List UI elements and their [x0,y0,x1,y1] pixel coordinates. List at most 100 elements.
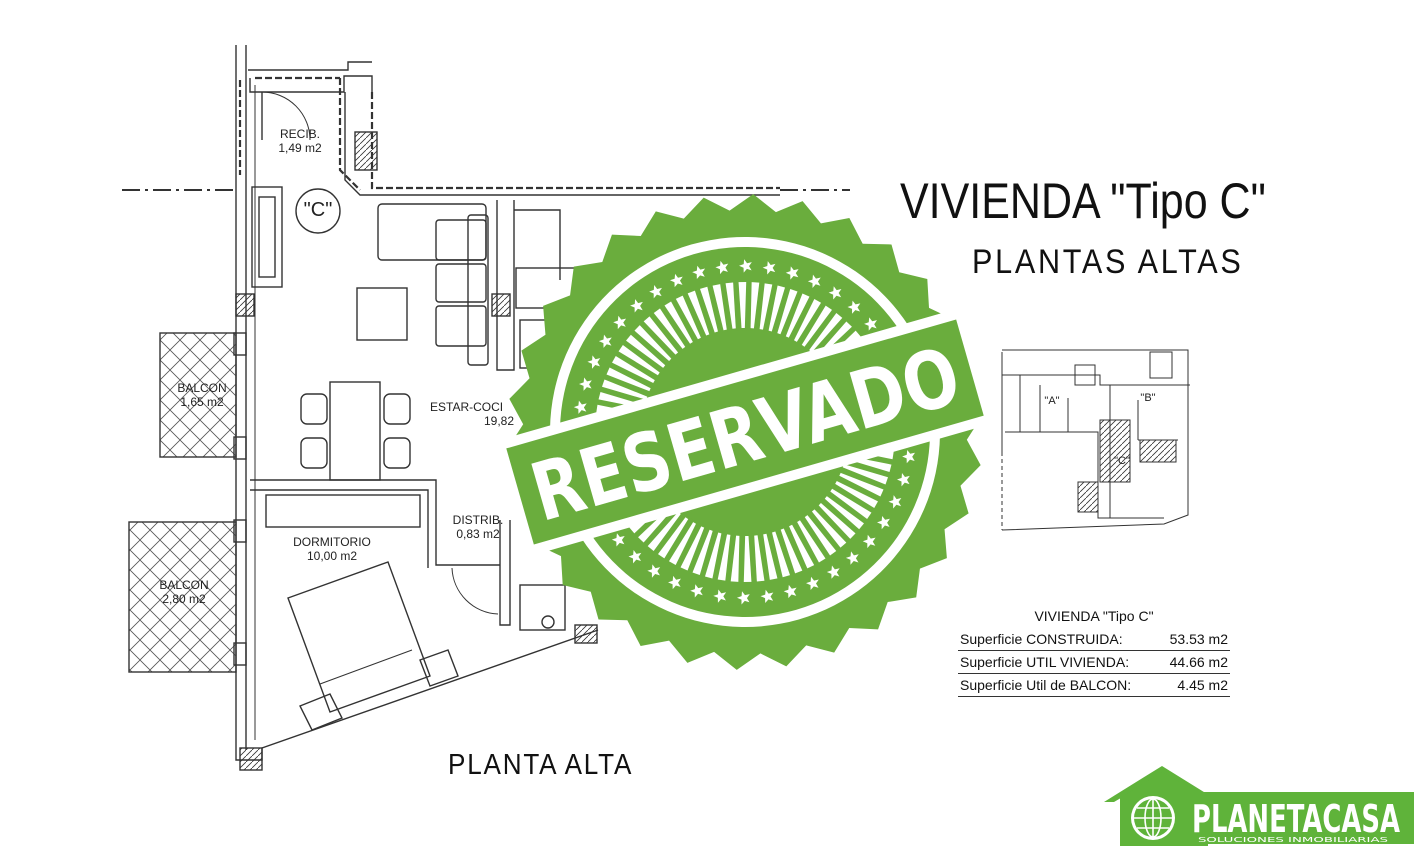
stamp-ray [824,496,864,530]
stamp-ray [700,286,718,333]
stamp-ray [811,509,847,548]
star-icon [828,286,842,300]
stamp-ray [794,299,822,342]
stamp-ray [797,520,826,563]
unit-marker: "C" [303,199,333,221]
stamp-ray [835,481,878,509]
star-icon [692,265,706,280]
star-icon [864,317,877,331]
table-row: Superficie CONSTRUIDA: 53.53 m2 [958,628,1230,651]
room-name: ESTAR-COCI [430,400,504,414]
star-icon [862,534,876,549]
star-icon [826,565,840,579]
plan-label: PLANTA ALTA [448,749,634,781]
table-row: Superficie UTIL VIVIENDA: 44.66 m2 [958,650,1230,674]
star-icon [587,355,601,369]
stamp-ray [830,488,872,520]
stamp-ray [606,367,651,392]
room-balcon-1: BALCON 1,65 m2 [170,381,234,410]
stamp-ray [801,305,833,347]
stamp-ray [730,535,740,582]
surface-table: VIVIENDA "Tipo C" Superficie CONSTRUIDA:… [958,608,1230,697]
stamp-ray [704,532,722,579]
stamp-ray [804,515,837,556]
page-title: VIVIENDA "Tipo C" [900,173,1266,229]
star-icon [668,575,681,590]
star-icon [847,300,861,314]
stamp-ray [789,524,815,569]
stamp-ray [738,282,747,329]
stamp-ray [626,334,666,368]
stamp-ray [780,528,803,574]
star-icon [628,549,642,564]
stamp-ray [634,325,672,361]
logo-tagline: SOLUCIONES INMOBILIARIAS [1198,836,1389,844]
stamp-ray [712,284,727,331]
star-icon [888,495,902,509]
stamp-ray [750,282,760,329]
room-name: RECIB. [279,127,320,141]
row-value: 4.45 m2 [1158,673,1230,697]
stamp-ray [717,534,731,581]
room-recib: RECIB. 1,49 m2 [270,127,330,156]
key-plan-label-a: "A" [1044,395,1060,407]
star-icon [573,400,587,414]
star-icon [613,315,627,330]
key-plan-label-c: "C" [1114,455,1130,467]
star-icon [739,259,752,273]
stamp-ray [687,290,710,336]
star-icon [785,266,799,280]
stamp-ray [785,293,810,338]
planetacasa-logo: PLANETACASA SOLUCIONES INMOBILIARIAS [1104,766,1414,846]
room-name: DISTRIB. [452,513,504,527]
stamp-ray [664,301,693,344]
room-area: 0,83 m2 [456,526,500,541]
row-label: Superficie Util de BALCON: [958,673,1159,697]
star-icon [669,273,683,288]
room-name: BALCON [159,578,209,592]
stamp-ray [601,379,648,400]
stamp-ray [768,285,786,332]
star-icon [649,285,662,299]
stamp-ray [763,533,778,580]
row-value: 53.53 m2 [1158,628,1230,651]
star-icon [579,377,592,391]
surface-table-caption: VIVIENDA "Tipo C" [1034,608,1154,624]
star-icon [902,449,916,464]
stamp-ray [647,511,681,551]
stamp-ray [643,316,679,355]
room-distrib: DISTRIB. 0,83 m2 [450,513,506,542]
room-dormitorio: DORMITORIO 10,00 m2 [290,535,374,564]
star-icon [760,589,774,604]
room-area: 1,49 m2 [278,140,322,155]
star-icon [806,576,819,591]
key-plan-label-b: "B" [1140,392,1156,404]
stamp-ray [657,517,689,559]
globe-icon [1134,798,1172,838]
logo-brand: PLANETACASA [1192,797,1400,841]
room-area: 1,65 m2 [180,394,224,409]
stamp-ray [612,355,655,383]
star-icon [783,584,797,599]
room-name: DORMITORIO [293,535,371,549]
star-icon [877,515,890,530]
stamp-ray [680,526,705,571]
star-icon [845,551,859,565]
stamp-ray [839,472,884,497]
stamp-ray [668,522,696,565]
star-icon [647,564,661,578]
star-icon [736,591,750,605]
star-icon [598,334,612,348]
page-subtitle: PLANTAS ALTAS [972,243,1244,281]
star-icon [762,261,776,275]
stamp-ray [809,313,843,353]
stamp-ray [675,295,701,340]
room-name: BALCON [177,381,227,395]
stamp-ray [692,529,713,576]
room-balcon-2: BALCON 2,80 m2 [152,578,216,607]
stamp-ray [743,535,752,582]
stamp-ray [653,308,686,349]
room-estar: ESTAR-COCI 19,82 [430,400,520,429]
star-icon [896,473,910,487]
room-area: 10,00 m2 [306,548,358,563]
